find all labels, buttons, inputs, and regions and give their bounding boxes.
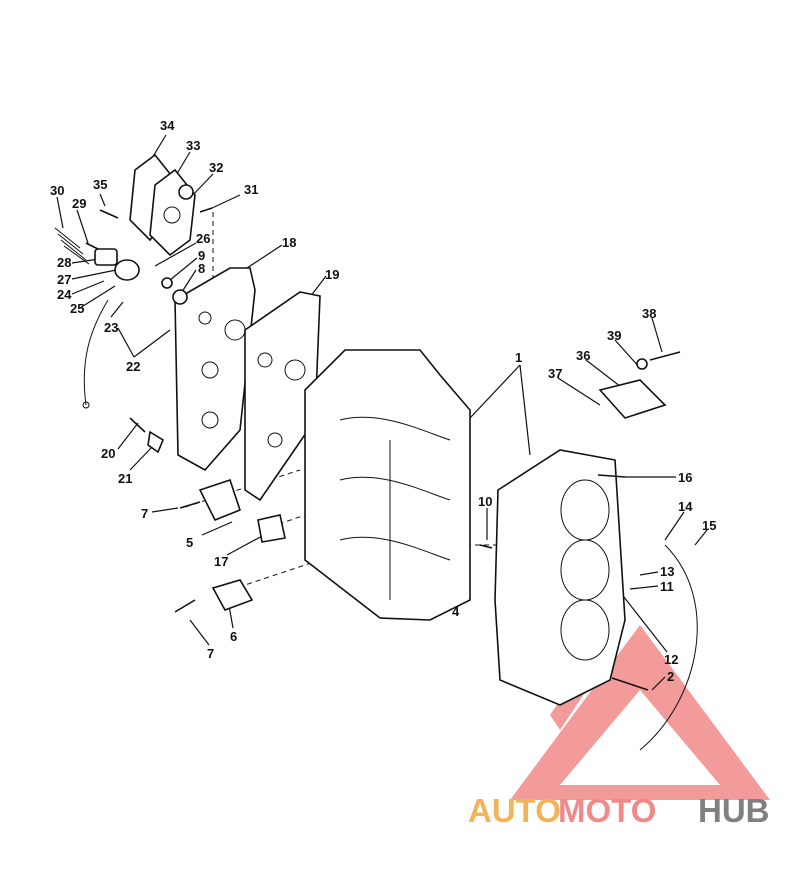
- callout-label: 10: [478, 494, 492, 509]
- callout-label: 35: [93, 177, 107, 192]
- cylinder-block: [494, 449, 626, 706]
- callout-label: 23: [104, 320, 118, 335]
- callout-label: 31: [244, 182, 258, 197]
- callout-label: 38: [642, 306, 656, 321]
- callout-label: 11: [660, 579, 674, 594]
- crankcase-half-left: [304, 349, 471, 621]
- callout-labels: 1 2 4 5 6 7 7 8 9 10 11 12 13 14 15 16 1…: [50, 118, 716, 684]
- callout-label: 13: [660, 564, 674, 579]
- watermark-text: AUTO MOTO HUB: [468, 792, 770, 829]
- callout-label: 16: [678, 470, 692, 485]
- callout-label: 9: [198, 248, 205, 263]
- valve-assembly-26-30: [54, 207, 213, 305]
- callout-label: 39: [607, 328, 621, 343]
- callout-label: 6: [230, 629, 237, 644]
- callout-label: 36: [576, 348, 590, 363]
- callout-label: 18: [282, 235, 296, 250]
- callout-label: 4: [452, 604, 460, 619]
- callout-label: 22: [126, 359, 140, 374]
- callout-label: 12: [664, 652, 678, 667]
- callout-label: 34: [160, 118, 175, 133]
- callout-label: 14: [678, 499, 693, 514]
- callout-label: 21: [118, 471, 132, 486]
- callout-label: 1: [515, 350, 522, 365]
- small-parts: [129, 351, 698, 751]
- callout-label: 25: [70, 301, 84, 316]
- callout-label: 19: [325, 267, 339, 282]
- callout-label: 26: [196, 231, 210, 246]
- leader-lines: [56, 134, 708, 691]
- callout-label: 2: [667, 669, 674, 684]
- watermark-auto: AUTO: [468, 792, 561, 829]
- hose-22: [82, 299, 109, 409]
- callout-label: 37: [548, 366, 562, 381]
- callout-label: 20: [101, 446, 115, 461]
- callout-label: 29: [72, 196, 86, 211]
- callout-label: 32: [209, 160, 223, 175]
- watermark-hub: HUB: [698, 792, 770, 829]
- callout-label: 28: [57, 255, 71, 270]
- callout-label: 27: [57, 272, 71, 287]
- callout-label: 33: [186, 138, 200, 153]
- watermark-moto: MOTO: [558, 792, 656, 829]
- callout-label: 5: [186, 535, 193, 550]
- callout-label: 15: [702, 518, 716, 533]
- callout-label: 17: [214, 554, 228, 569]
- callout-label: 8: [198, 261, 205, 276]
- bypass-cover-33-34: [129, 153, 196, 257]
- callout-label: 24: [57, 287, 72, 302]
- callout-label: 30: [50, 183, 64, 198]
- callout-label: 7: [141, 506, 148, 521]
- callout-label: 7: [207, 646, 214, 661]
